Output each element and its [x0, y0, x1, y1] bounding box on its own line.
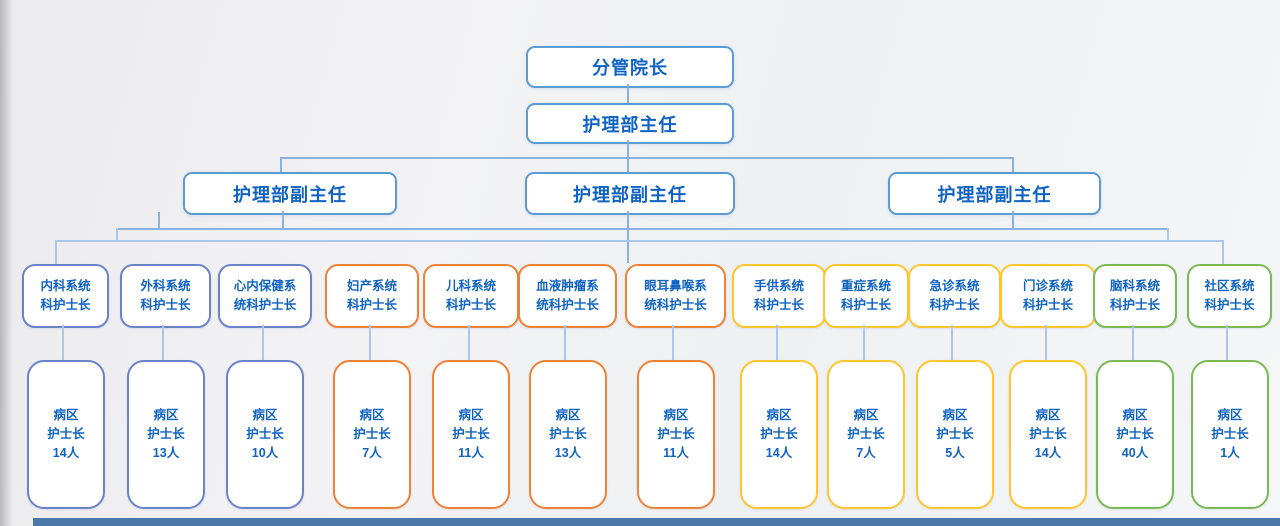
dept-box-zhongzheng: 重症系统科护士长	[823, 264, 909, 328]
dept-box-menzhen: 门诊系统科护士长	[1000, 264, 1096, 328]
ward-count: 14人	[1034, 445, 1062, 460]
connector-line	[1222, 240, 1224, 264]
connector-line	[863, 325, 865, 360]
dept-box-yanerbihou: 眼耳鼻喉系统科护士长	[625, 264, 726, 328]
connector-line	[280, 157, 1013, 159]
connector-line	[672, 325, 674, 360]
ward-count: 1人	[1220, 445, 1240, 460]
dept-box-xinnei: 心内保健系统科护士长	[218, 264, 312, 328]
deputy-title: 护理部副主任	[233, 184, 347, 205]
connector-line	[116, 228, 118, 241]
director-box: 护理部主任	[526, 103, 734, 144]
connector-line	[55, 240, 57, 264]
connector-line	[776, 325, 778, 360]
ward-count: 5人	[945, 445, 965, 460]
connector-line	[282, 211, 284, 228]
deputy-title: 护理部副主任	[937, 184, 1052, 205]
deputy-box: 护理部副主任	[183, 172, 397, 215]
connector-line	[468, 325, 470, 360]
ward-count: 11人	[663, 445, 689, 460]
connector-line	[627, 84, 629, 103]
connector-line	[1012, 211, 1014, 228]
dept-box-neike: 内科系统科护士长	[22, 264, 109, 328]
deputy-box: 护理部副主任	[525, 172, 735, 215]
dept-box-shequ: 社区系统科护士长	[1187, 264, 1272, 328]
connector-line	[369, 325, 371, 360]
connector-line	[627, 211, 629, 263]
connector-line	[55, 240, 1224, 242]
ward-count: 13人	[152, 445, 180, 460]
dept-box-shougong: 手供系统科护士长	[732, 264, 826, 328]
ward-count: 13人	[554, 445, 582, 460]
ward-count: 11人	[458, 445, 484, 460]
connector-line	[262, 325, 264, 360]
ward-count: 14人	[52, 445, 80, 460]
dept-box-xueye: 血液肿瘤系统科护士长	[518, 264, 617, 328]
ward-count: 7人	[856, 445, 876, 460]
connector-line	[1132, 325, 1134, 360]
dept-box-jizhen: 急诊系统科护士长	[908, 264, 1001, 328]
deputy-title: 护理部副主任	[573, 184, 687, 205]
dept-box-fuchan: 妇产系统科护士长	[325, 264, 419, 328]
connector-line	[162, 325, 164, 360]
ward-count: 40人	[1121, 445, 1149, 460]
ward-count: 7人	[362, 445, 382, 460]
connector-line	[951, 325, 953, 360]
connector-line	[1226, 325, 1228, 360]
deputy-box: 护理部副主任	[888, 172, 1101, 215]
dept-box-naoke: 脑科系统科护士长	[1093, 264, 1177, 328]
connector-line	[1045, 325, 1047, 360]
connector-line	[280, 157, 282, 172]
dept-box-waike: 外科系统科护士长	[120, 264, 211, 328]
connector-line	[627, 140, 629, 172]
root-title: 分管院长	[592, 58, 668, 78]
page-left-edge-shadow	[0, 0, 13, 526]
ward-count: 10人	[251, 445, 279, 460]
connector-line	[62, 325, 64, 360]
connector-line	[1167, 228, 1169, 241]
dept-box-erke: 儿科系统科护士长	[423, 264, 519, 328]
ward-count: 14人	[765, 445, 793, 460]
connector-line	[1012, 157, 1014, 172]
director-title: 护理部主任	[582, 114, 678, 135]
connector-line	[158, 212, 160, 228]
bottom-accent-bar	[33, 518, 1280, 526]
connector-line	[116, 228, 1169, 230]
root-box: 分管院长	[526, 46, 734, 88]
connector-line	[564, 325, 566, 360]
